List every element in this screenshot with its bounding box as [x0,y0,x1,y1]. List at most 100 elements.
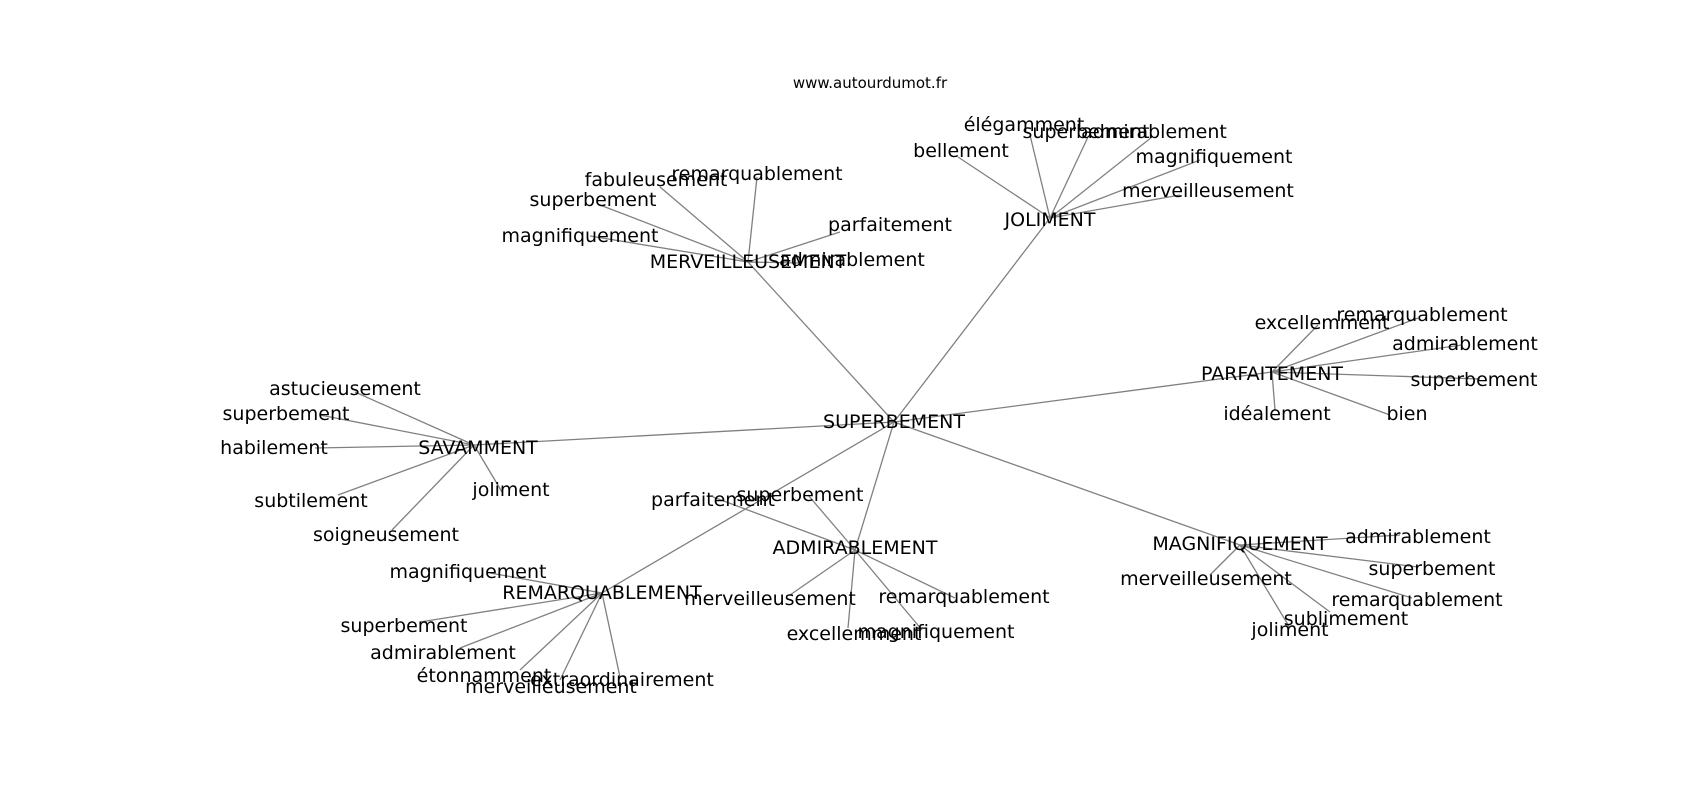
edge-savamment-leaf-1 [319,414,475,446]
edge-merveilleusement-leaf-5 [747,261,801,264]
leaf-node-savamment-3[interactable]: subtilement [254,490,367,512]
edge-savamment-leaf-3 [337,444,475,496]
edge-admirablement-leaf-0 [712,496,856,551]
edge-admirablement-leaf-4 [847,549,856,629]
leaf-node-savamment-1[interactable]: superbement [223,403,350,425]
source-url: www.autourdumot.fr [793,74,948,92]
leaf-node-parfaitement-1[interactable]: remarquablement [1336,304,1507,326]
leaf-node-parfaitement-5[interactable]: bien [1386,403,1427,425]
edge-joliment-leaf-3 [957,156,1051,219]
edge-merveilleusement-leaf-4 [747,231,841,263]
leaf-node-remarquablement-1[interactable]: superbement [341,615,468,637]
edge-merveilleusement-leaf-1 [747,176,758,263]
graph-edges [314,134,1481,681]
leaf-node-parfaitement-3[interactable]: superbement [1411,369,1538,391]
hub-node-magnifiquement[interactable]: MAGNIFIQUEMENT [1152,533,1328,555]
edge-savamment-leaf-0 [354,391,475,446]
leaf-node-remarquablement-3[interactable]: étonnamment [417,665,552,687]
edge-root-joliment [893,217,1051,423]
edge-parfaitement-leaf-1 [1271,317,1419,373]
edge-parfaitement-leaf-2 [1271,344,1463,373]
edge-magnifiquement-leaf-3 [1239,544,1413,599]
leaf-node-magnifiquement-5[interactable]: joliment [1250,619,1328,641]
leaf-node-magnifiquement-0[interactable]: admirablement [1345,526,1491,548]
leaf-node-admirablement-0[interactable]: parfaitement [651,489,775,511]
edge-remarquablement-leaf-2 [459,592,603,649]
leaf-node-joliment-0[interactable]: élégamment [964,114,1085,136]
leaf-node-admirablement-1[interactable]: superbement [737,484,864,506]
leaf-node-joliment-1[interactable]: superbement [1023,121,1150,143]
leaf-node-parfaitement-4[interactable]: idéalement [1223,403,1330,425]
leaf-node-remarquablement-2[interactable]: admirablement [370,642,516,664]
leaf-node-savamment-0[interactable]: astucieusement [269,378,421,400]
edge-joliment-leaf-1 [1049,136,1089,219]
leaf-node-remarquablement-0[interactable]: magnifiquement [390,561,547,583]
edge-savamment-leaf-5 [391,444,475,531]
leaf-node-magnifiquement-3[interactable]: remarquablement [1331,589,1502,611]
leaf-node-savamment-2[interactable]: habilement [220,437,328,459]
edge-remarquablement-leaf-1 [419,592,603,623]
hub-node-joliment[interactable]: JOLIMENT [1004,209,1096,231]
edge-joliment-leaf-5 [1049,194,1181,219]
edge-admirablement-leaf-5 [854,549,923,631]
edge-magnifiquement-leaf-5 [1239,544,1291,629]
hub-node-merveilleusement[interactable]: MERVEILLEUSEMENT [650,251,847,273]
edge-admirablement-leaf-1 [807,494,856,551]
root-node[interactable]: SUPERBEMENT [823,411,965,433]
leaf-node-merveilleusement-0[interactable]: fabuleusement [585,169,728,191]
edge-joliment-leaf-0 [1029,134,1051,219]
edge-remarquablement-leaf-0 [489,572,603,594]
leaf-node-admirablement-5[interactable]: magnifiquement [858,621,1015,643]
edge-admirablement-leaf-2 [789,549,856,596]
leaf-node-savamment-5[interactable]: soigneusement [313,524,459,546]
leaf-node-admirablement-3[interactable]: remarquablement [878,586,1049,608]
edge-merveilleusement-leaf-2 [599,204,749,263]
edge-remarquablement-leaf-5 [601,592,621,678]
edge-magnifiquement-leaf-4 [1239,544,1331,613]
edge-root-admirablement [854,421,895,551]
leaf-node-joliment-5[interactable]: merveilleusement [1122,180,1294,202]
edge-remarquablement-leaf-3 [519,592,603,671]
hub-node-remarquablement[interactable]: REMARQUABLEMENT [502,582,702,604]
edge-joliment-leaf-4 [1049,159,1201,219]
edge-merveilleusement-leaf-3 [589,235,749,263]
leaf-node-magnifiquement-2[interactable]: merveilleusement [1120,568,1292,590]
leaf-node-merveilleusement-4[interactable]: parfaitement [828,214,952,236]
edge-admirablement-leaf-3 [854,549,956,599]
edge-magnifiquement-leaf-1 [1239,544,1419,568]
hub-node-savamment[interactable]: SAVAMMENT [418,437,538,459]
edge-parfaitement-leaf-5 [1271,371,1391,416]
leaf-node-joliment-3[interactable]: bellement [913,140,1009,162]
edge-remarquablement-leaf-4 [559,592,603,681]
edge-savamment-leaf-4 [473,444,503,493]
leaf-node-merveilleusement-2[interactable]: superbement [530,189,657,211]
edge-root-magnifiquement [893,421,1241,546]
leaf-node-admirablement-4[interactable]: excellemment [787,623,922,645]
leaf-node-remarquablement-4[interactable]: merveilleusement [465,676,637,698]
leaf-node-savamment-4[interactable]: joliment [471,479,549,501]
hub-node-admirablement[interactable]: ADMIRABLEMENT [773,537,938,559]
edge-parfaitement-leaf-3 [1271,371,1481,380]
edge-root-parfaitement [893,371,1273,423]
leaf-node-admirablement-2[interactable]: merveilleusement [684,588,856,610]
leaf-node-joliment-4[interactable]: magnifiquement [1136,146,1293,168]
edge-magnifiquement-leaf-2 [1209,544,1241,576]
leaf-node-merveilleusement-1[interactable]: remarquablement [671,163,842,185]
graph-labels: fabuleusementremarquablementsuperbementm… [220,114,1538,698]
leaf-node-merveilleusement-3[interactable]: magnifiquement [502,225,659,247]
leaf-node-parfaitement-2[interactable]: admirablement [1392,333,1538,355]
edge-root-savamment [473,421,895,446]
leaf-node-parfaitement-0[interactable]: excellemment [1255,312,1390,334]
leaf-node-magnifiquement-1[interactable]: superbement [1369,558,1496,580]
edge-parfaitement-leaf-0 [1271,324,1319,373]
leaf-node-remarquablement-5[interactable]: extraordinairement [530,669,714,691]
leaf-node-magnifiquement-4[interactable]: sublimement [1284,608,1408,630]
edge-joliment-leaf-2 [1049,136,1153,219]
leaf-node-joliment-2[interactable]: admirablement [1081,121,1227,143]
leaf-node-merveilleusement-5[interactable]: admirablement [779,249,925,271]
edge-root-merveilleusement [747,261,895,423]
edge-merveilleusement-leaf-0 [659,186,749,263]
hub-node-parfaitement[interactable]: PARFAITEMENT [1201,363,1343,385]
edge-magnifiquement-leaf-0 [1239,534,1401,546]
